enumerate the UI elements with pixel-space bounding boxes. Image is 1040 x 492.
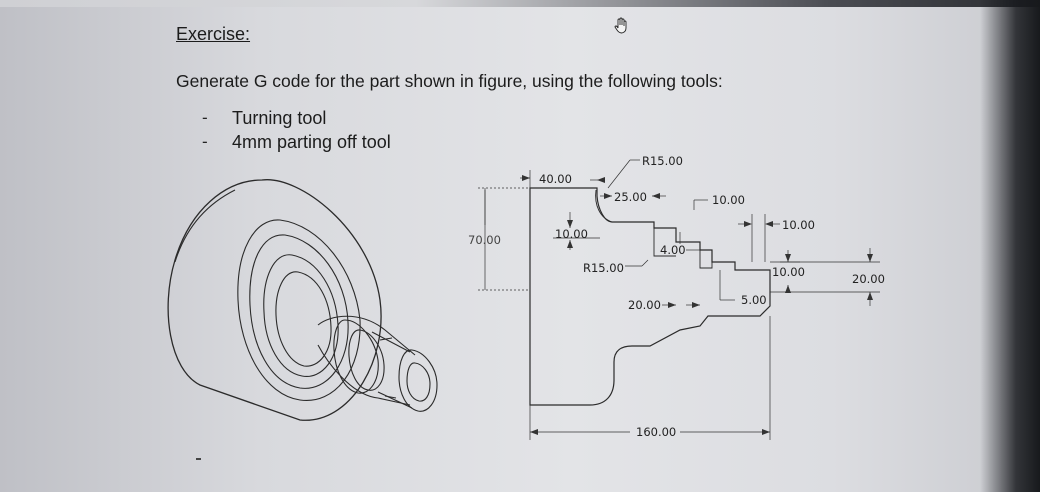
exercise-instruction: Generate G code for the part shown in fi… [176, 71, 723, 91]
dim-length-25: 25.00 [614, 190, 647, 204]
window-top-bar [0, 0, 1040, 7]
bullet-marker: - [202, 108, 208, 127]
part-profile [529, 187, 771, 406]
dim-diameter-20-right: 20.00 [852, 272, 885, 286]
dim-chamfer-5: 5.00 [741, 293, 767, 307]
bullet-marker: - [202, 132, 208, 151]
stray-mark [196, 458, 201, 460]
hand-cursor-icon [614, 17, 627, 34]
tool-item-turning: Turning tool [232, 108, 327, 128]
dim-length-40: 40.00 [539, 172, 572, 186]
dim-step-4: 4.00 [660, 243, 686, 257]
dim-radius-lower: R15.00 [583, 261, 624, 275]
dim-overall-length: 160.00 [636, 425, 677, 439]
dim-radius-top: R15.00 [642, 154, 683, 168]
turned-part-isometric-icon [167, 179, 438, 421]
dim-depth-10: 10.00 [555, 227, 588, 241]
dim-diameter-20-left: 20.00 [628, 298, 661, 312]
tool-item-parting: 4mm parting off tool [232, 132, 391, 152]
dim-length-10-top: 10.00 [712, 193, 745, 207]
dim-diameter-70: 70.00 [468, 233, 501, 247]
dim-diameter-10: 10.00 [772, 265, 805, 279]
exercise-title: Exercise: [176, 24, 251, 44]
dim-length-10-right: 10.00 [782, 218, 815, 232]
